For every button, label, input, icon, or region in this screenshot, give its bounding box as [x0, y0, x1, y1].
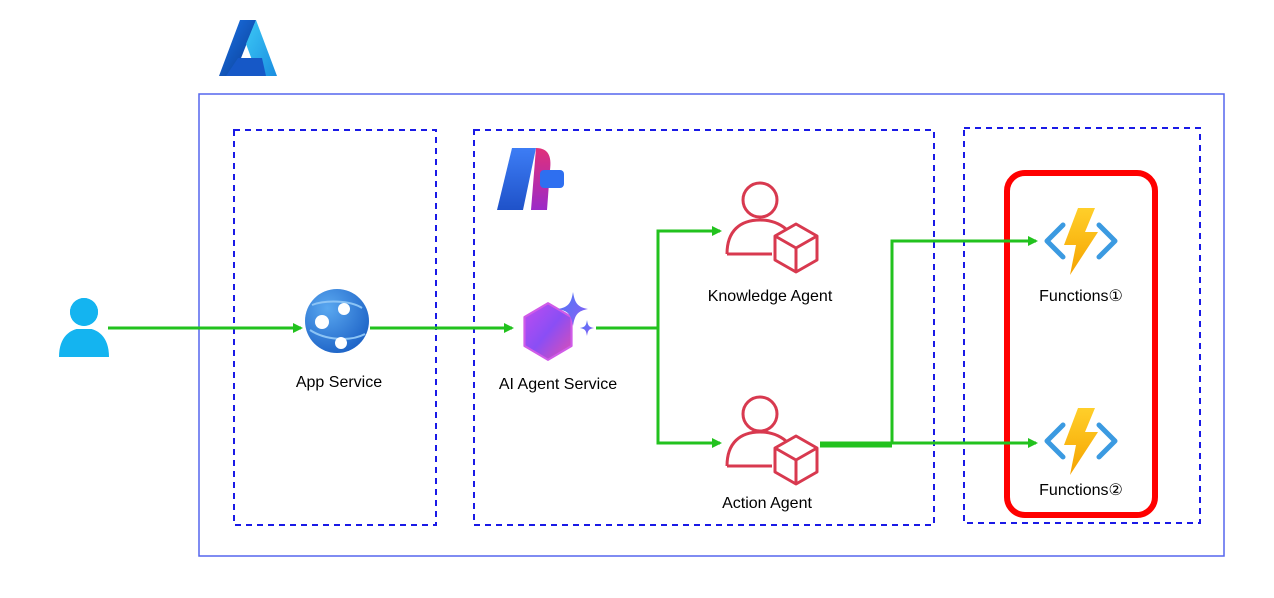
app-service-node: App Service — [296, 289, 382, 391]
knowledge-agent-node: Knowledge Agent — [708, 181, 833, 305]
functions-highlight-box — [1004, 170, 1158, 518]
ai-foundry-logo-icon — [497, 148, 564, 210]
agent-icon — [725, 181, 819, 274]
knowledge-agent-label: Knowledge Agent — [708, 288, 833, 305]
azure-functions-icon — [1044, 408, 1118, 475]
functions-2-node: Functions② — [1039, 408, 1123, 499]
functions-1-label: Functions① — [1039, 288, 1123, 305]
edge-action-functions-1 — [820, 236, 1038, 445]
functions-2-label: Functions② — [1039, 482, 1123, 499]
user-icon — [59, 298, 109, 357]
edge-ai-agent-knowledge — [596, 226, 722, 330]
user-node — [59, 298, 109, 357]
functions-1-node: Functions① — [1039, 208, 1123, 305]
azure-cloud-boundary — [198, 93, 1225, 557]
ai-agent-service-node: AI Agent Service — [499, 292, 617, 393]
action-agent-node: Action Agent — [722, 395, 819, 512]
app-service-icon — [305, 289, 369, 353]
edges — [108, 226, 1038, 448]
action-agent-label: Action Agent — [722, 495, 812, 512]
functions-group — [963, 127, 1201, 524]
ai-agent-service-icon — [523, 292, 594, 361]
ai-agent-service-label: AI Agent Service — [499, 376, 617, 393]
edge-ai-agent-action — [656, 328, 722, 448]
azure-logo-icon — [219, 20, 277, 76]
app-service-label: App Service — [296, 374, 382, 391]
azure-functions-icon — [1044, 208, 1118, 275]
agent-icon — [725, 395, 819, 486]
